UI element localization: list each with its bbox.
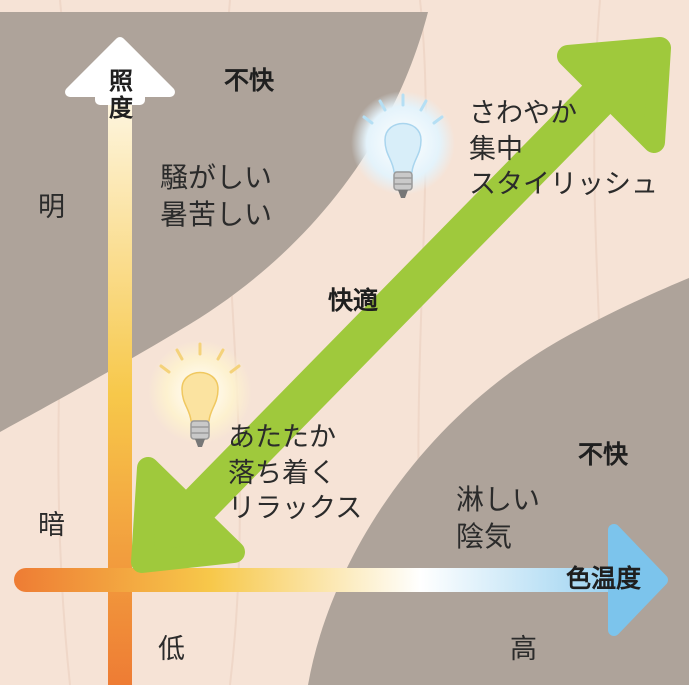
comfort-arrowhead-cool bbox=[557, 37, 671, 153]
cool-end-text: さわやか 集中 スタイリッシュ bbox=[469, 98, 658, 201]
warm-light-bulb-icon bbox=[148, 340, 252, 447]
comfort-label: 快適 bbox=[328, 286, 379, 315]
zone-top-left-title: 不快 bbox=[224, 66, 275, 95]
y-axis-low-label: 暗 bbox=[38, 510, 65, 541]
y-axis-high-label: 明 bbox=[38, 192, 65, 223]
x-axis-line bbox=[14, 568, 644, 592]
x-axis-arrowhead bbox=[608, 524, 668, 636]
comfort-arrow-shaft bbox=[181, 81, 615, 523]
x-axis-high-label: 高 bbox=[510, 634, 537, 665]
x-axis-low-label: 低 bbox=[158, 634, 185, 665]
zone-bottom-right-text: 淋しい 陰気 bbox=[456, 483, 541, 553]
y-axis-line bbox=[108, 82, 132, 685]
zone-bottom-right-title: 不快 bbox=[578, 440, 629, 469]
y-axis-label: 照度 bbox=[109, 66, 133, 123]
zone-uncomfortable-top-left bbox=[0, 12, 428, 432]
y-axis-arrowhead bbox=[65, 37, 175, 105]
warm-end-text: あたたか 落ち着く リラックス bbox=[228, 422, 363, 525]
cool-light-bulb-icon bbox=[351, 91, 455, 198]
x-axis-label: 色温度 bbox=[566, 564, 642, 593]
zone-top-left-text: 騒がしい 暑苦しい bbox=[160, 161, 273, 231]
comfort-arrowhead-warm bbox=[131, 457, 245, 573]
